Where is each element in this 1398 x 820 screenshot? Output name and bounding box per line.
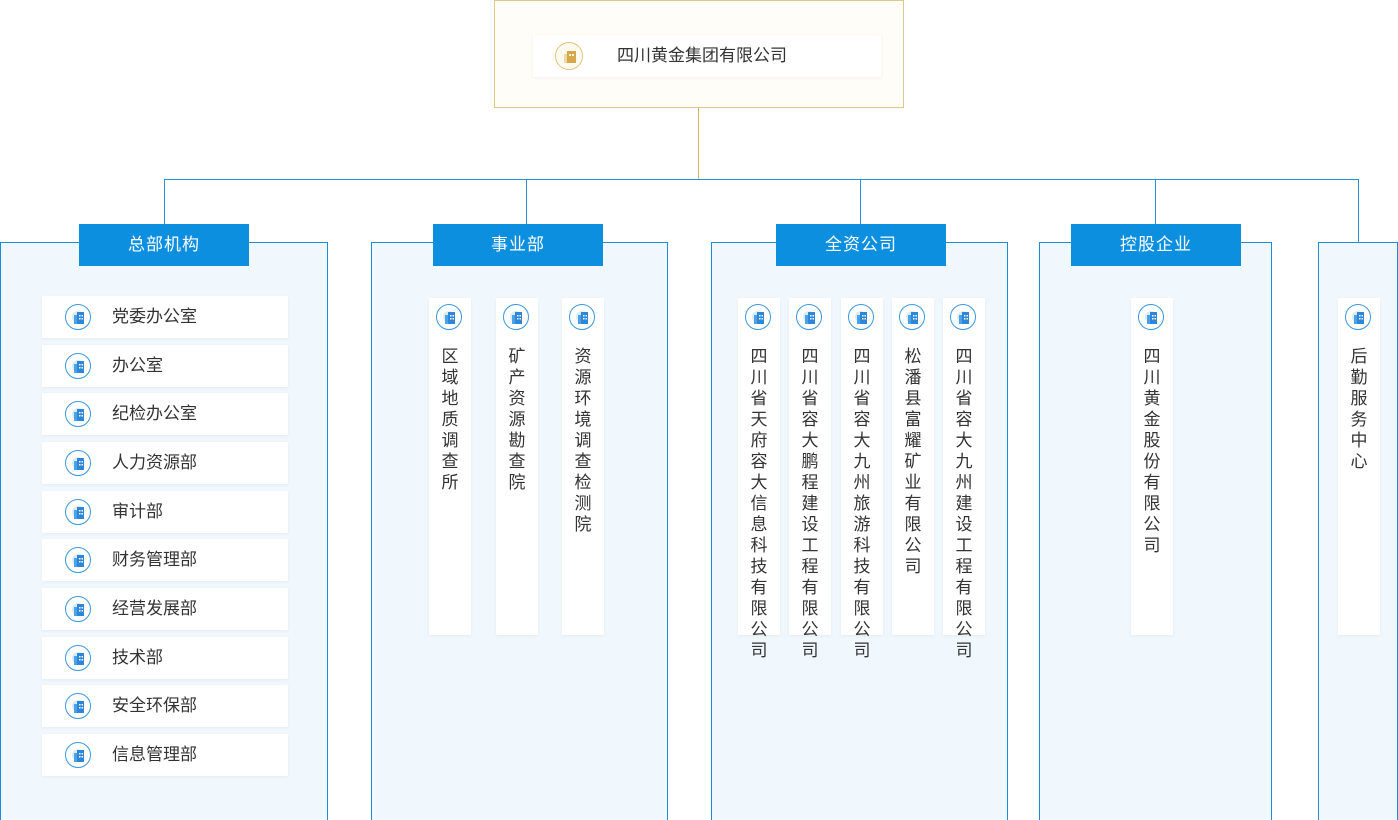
list-item[interactable]: 四川黄金股份有限公司 [1131, 298, 1173, 635]
item-label: 技术部 [112, 648, 163, 668]
list-item[interactable]: 办公室 [42, 345, 288, 387]
building-icon [1138, 304, 1164, 330]
list-item[interactable]: 资源环境调查检测院 [562, 298, 604, 635]
column-header-divisions[interactable]: 事业部 [433, 224, 603, 266]
building-icon [65, 450, 91, 476]
item-label: 四川省天府容大信息科技有限公司 [750, 347, 768, 661]
building-icon [848, 304, 874, 330]
list-item[interactable]: 四川省容大鹏程建设工程有限公司 [789, 298, 831, 661]
building-icon [796, 304, 822, 330]
list-item[interactable]: 后勤服务中心 [1338, 298, 1380, 635]
root-node: 四川黄金集团有限公司 [494, 0, 904, 108]
item-label: 四川省容大九州旅游科技有限公司 [853, 347, 871, 661]
item-label: 党委办公室 [112, 307, 197, 327]
building-icon [899, 304, 925, 330]
item-label: 财务管理部 [112, 550, 197, 570]
item-label: 信息管理部 [112, 745, 197, 765]
item-label: 矿产资源勘查院 [508, 347, 526, 493]
branch-drop-5 [1358, 179, 1359, 243]
list-item[interactable]: 党委办公室 [42, 296, 288, 338]
branch-drop-3 [860, 179, 861, 225]
building-icon [503, 304, 529, 330]
building-icon [65, 547, 91, 573]
building-icon [65, 645, 91, 671]
item-label: 办公室 [112, 356, 163, 376]
list-item[interactable]: 区域地质调查所 [429, 298, 471, 635]
item-label: 四川黄金股份有限公司 [1143, 347, 1161, 556]
item-label: 纪检办公室 [112, 404, 197, 424]
building-icon [436, 304, 462, 330]
list-item[interactable]: 纪检办公室 [42, 393, 288, 435]
building-icon [65, 596, 91, 622]
building-icon [745, 304, 771, 330]
root-title: 四川黄金集团有限公司 [617, 46, 787, 66]
column-header-holdings[interactable]: 控股企业 [1071, 224, 1241, 266]
item-label: 审计部 [112, 502, 163, 522]
building-icon [1345, 304, 1371, 330]
column-header-wholly-owned[interactable]: 全资公司 [776, 224, 946, 266]
list-item[interactable]: 松潘县富耀矿业有限公司 [892, 298, 934, 635]
item-label: 松潘县富耀矿业有限公司 [904, 347, 922, 577]
building-icon [65, 353, 91, 379]
list-item[interactable]: 安全环保部 [42, 685, 288, 727]
building-icon [65, 499, 91, 525]
item-label: 区域地质调查所 [441, 347, 459, 493]
item-label: 四川省容大鹏程建设工程有限公司 [801, 347, 819, 661]
list-item[interactable]: 四川省容大九州建设工程有限公司 [943, 298, 985, 661]
root-connector [698, 108, 699, 179]
building-icon [65, 401, 91, 427]
list-item[interactable]: 信息管理部 [42, 734, 288, 776]
branch-drop-2 [526, 179, 527, 225]
building-gold-icon [555, 42, 583, 70]
root-card[interactable]: 四川黄金集团有限公司 [533, 35, 881, 77]
list-item[interactable]: 矿产资源勘查院 [496, 298, 538, 635]
list-item[interactable]: 审计部 [42, 491, 288, 533]
list-item[interactable]: 四川省容大九州旅游科技有限公司 [841, 298, 883, 661]
item-label: 人力资源部 [112, 453, 197, 473]
item-label: 资源环境调查检测院 [574, 347, 592, 535]
building-icon [65, 304, 91, 330]
list-item[interactable]: 财务管理部 [42, 539, 288, 581]
branch-bar [164, 179, 1359, 180]
list-item[interactable]: 四川省天府容大信息科技有限公司 [738, 298, 780, 661]
column-header-headquarters[interactable]: 总部机构 [79, 224, 249, 266]
item-label: 经营发展部 [112, 599, 197, 619]
branch-drop-1 [164, 179, 165, 225]
list-item[interactable]: 人力资源部 [42, 442, 288, 484]
list-item[interactable]: 经营发展部 [42, 588, 288, 630]
building-icon [950, 304, 976, 330]
building-icon [65, 742, 91, 768]
item-label: 四川省容大九州建设工程有限公司 [955, 347, 973, 661]
list-item[interactable]: 技术部 [42, 637, 288, 679]
item-label: 后勤服务中心 [1350, 347, 1368, 472]
building-icon [569, 304, 595, 330]
column-headquarters: 党委办公室 办公室 纪检办公室 人力资源部 审计部 财务管理部 经营发展部 技术… [0, 242, 328, 820]
building-icon [65, 693, 91, 719]
branch-drop-4 [1155, 179, 1156, 225]
item-label: 安全环保部 [112, 696, 197, 716]
